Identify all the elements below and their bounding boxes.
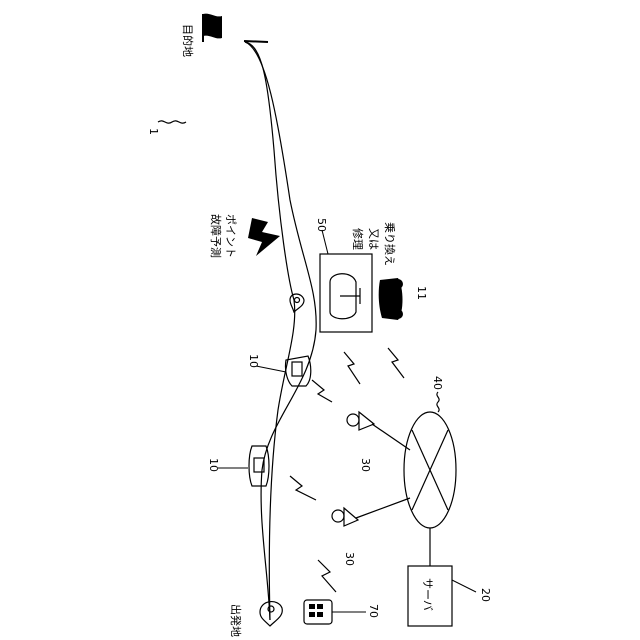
link-network-base-upper [372, 424, 410, 450]
repair-label-line2: 又は [367, 228, 380, 250]
repair-label-line1: 修理 [351, 228, 365, 250]
network-ref-label: 40 [431, 376, 444, 390]
link-network-base-lower [356, 498, 410, 518]
fault-label-line1: 故障予測 [209, 214, 223, 258]
replacement-ref-label: 11 [415, 286, 428, 300]
network-icon [404, 412, 456, 528]
network-leader [437, 392, 439, 412]
flag-icon [203, 14, 222, 42]
smartphone-icon [304, 600, 332, 624]
shop-ref-label: 50 [315, 218, 328, 232]
leader-squiggle-1 [158, 121, 186, 123]
server-ref-label: 20 [479, 588, 492, 602]
repair-label-line3: 乗り換え [383, 222, 396, 266]
route-line-main [245, 42, 295, 620]
map-pin-icon [260, 602, 282, 626]
origin-label: 出発地 [229, 604, 243, 637]
vehicle-upper-ref-label: 10 [247, 354, 260, 368]
route-lines [244, 41, 316, 620]
vehicle-lower-ref-label: 10 [207, 458, 220, 472]
antenna-icon [332, 508, 358, 526]
repair-shop-icon [320, 254, 372, 332]
shop-leader [322, 230, 328, 254]
antenna-icon [347, 412, 374, 430]
flag-pole-base [244, 41, 268, 42]
system-ref-label: 1 [147, 128, 160, 135]
route-line-alternate [245, 42, 316, 620]
server-label: サーバ [421, 578, 434, 611]
car-icon [285, 356, 310, 386]
car-icon [379, 278, 403, 320]
map-pin-icon [290, 294, 304, 312]
vehicle-upper-leader [256, 366, 286, 372]
base-upper-ref-label: 30 [359, 458, 372, 472]
base-lower-ref-label: 30 [343, 552, 356, 566]
lightning-icon [248, 218, 280, 256]
fault-label-line2: ポイント [224, 214, 237, 258]
destination-label: 目的地 [181, 24, 195, 57]
server-leader [452, 580, 476, 592]
terminal-ref-label: 70 [367, 604, 380, 618]
server-box: サーバ [408, 566, 452, 626]
